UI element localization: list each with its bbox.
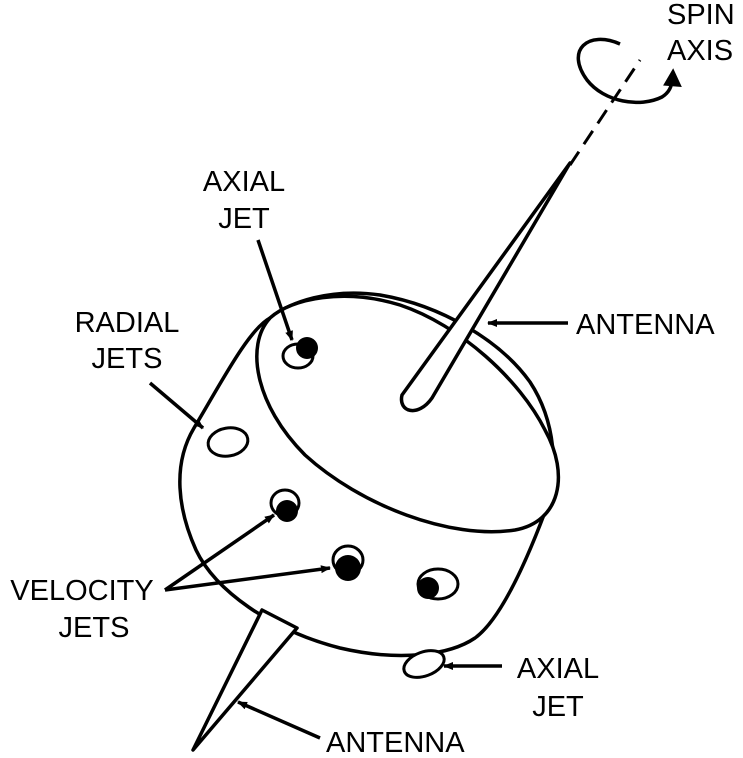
label-antenna-bottom: ANTENNA (326, 727, 465, 758)
label-axis: AXIS (667, 35, 733, 67)
label-axial-top-1: AXIAL (203, 166, 285, 198)
velocity-jet-2 (331, 544, 365, 581)
antenna-bottom-shape (191, 608, 299, 752)
arrow-velocity-jet-2 (164, 565, 331, 592)
label-axial-bottom-2: JET (532, 691, 584, 723)
label-velocity-1: VELOCITY (10, 575, 153, 607)
spin-axis-line (568, 59, 642, 166)
axial-jet-bottom (402, 649, 446, 679)
label-antenna-top: ANTENNA (576, 309, 715, 341)
label-spin: SPIN (667, 0, 735, 31)
arrow-axial-jet-top (256, 239, 294, 341)
label-velocity-2: JETS (59, 612, 130, 644)
antenna-top-shape (399, 161, 572, 413)
radial-jet (206, 426, 250, 458)
label-axial-top-2: JET (218, 203, 270, 235)
arrow-radial-jets (148, 381, 205, 430)
spin-rotation-arrow (576, 37, 682, 105)
velocity-jet-1 (269, 488, 301, 522)
label-radial-2: JETS (92, 343, 163, 375)
velocity-jet-3 (416, 567, 460, 601)
spacecraft-body (178, 291, 561, 658)
axial-jet-top (281, 337, 318, 370)
arrow-velocity-jet-1 (164, 513, 275, 592)
arrow-antenna-bottom (237, 700, 321, 740)
label-radial-1: RADIAL (75, 307, 180, 339)
leader-arrows (148, 239, 568, 740)
label-axial-bottom-1: AXIAL (517, 653, 599, 685)
